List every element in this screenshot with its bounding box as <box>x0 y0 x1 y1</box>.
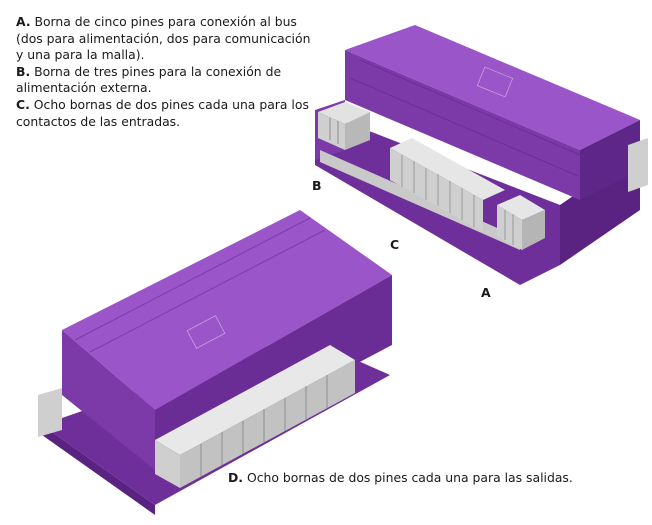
legend-item-c: C. Ocho bornas de dos pines cada una par… <box>16 97 316 130</box>
legend-item-b: B. Borna de tres pines para la conexión … <box>16 64 316 97</box>
terminal-c-illustration <box>390 138 505 232</box>
terminal-a-illustration <box>497 195 545 250</box>
legend-text-c: Ocho bornas de dos pines cada una para l… <box>16 96 309 129</box>
legend-letter-b: B. <box>16 63 31 79</box>
caption-letter-d: D. <box>228 470 243 485</box>
callout-c: C <box>390 237 400 252</box>
caption-d: D. Ocho bornas de dos pines cada una par… <box>228 470 573 485</box>
legend: A. Borna de cinco pines para conexión al… <box>16 14 316 130</box>
input-module-illustration <box>315 25 648 285</box>
output-module-illustration <box>38 210 392 515</box>
terminal-d-illustration <box>155 345 355 488</box>
terminal-b-illustration <box>318 102 370 150</box>
caption-text-d: Ocho bornas de dos pines cada una para l… <box>243 470 573 485</box>
legend-letter-a: A. <box>16 14 31 29</box>
legend-text-b: Borna de tres pines para la conexión de … <box>16 63 282 96</box>
legend-letter-c: C. <box>16 96 30 112</box>
callout-a: A <box>481 285 491 300</box>
legend-text-a: Borna de cinco pines para conexión al bu… <box>16 14 311 63</box>
callout-b: B <box>312 178 322 193</box>
legend-item-a: A. Borna de cinco pines para conexión al… <box>16 14 316 64</box>
